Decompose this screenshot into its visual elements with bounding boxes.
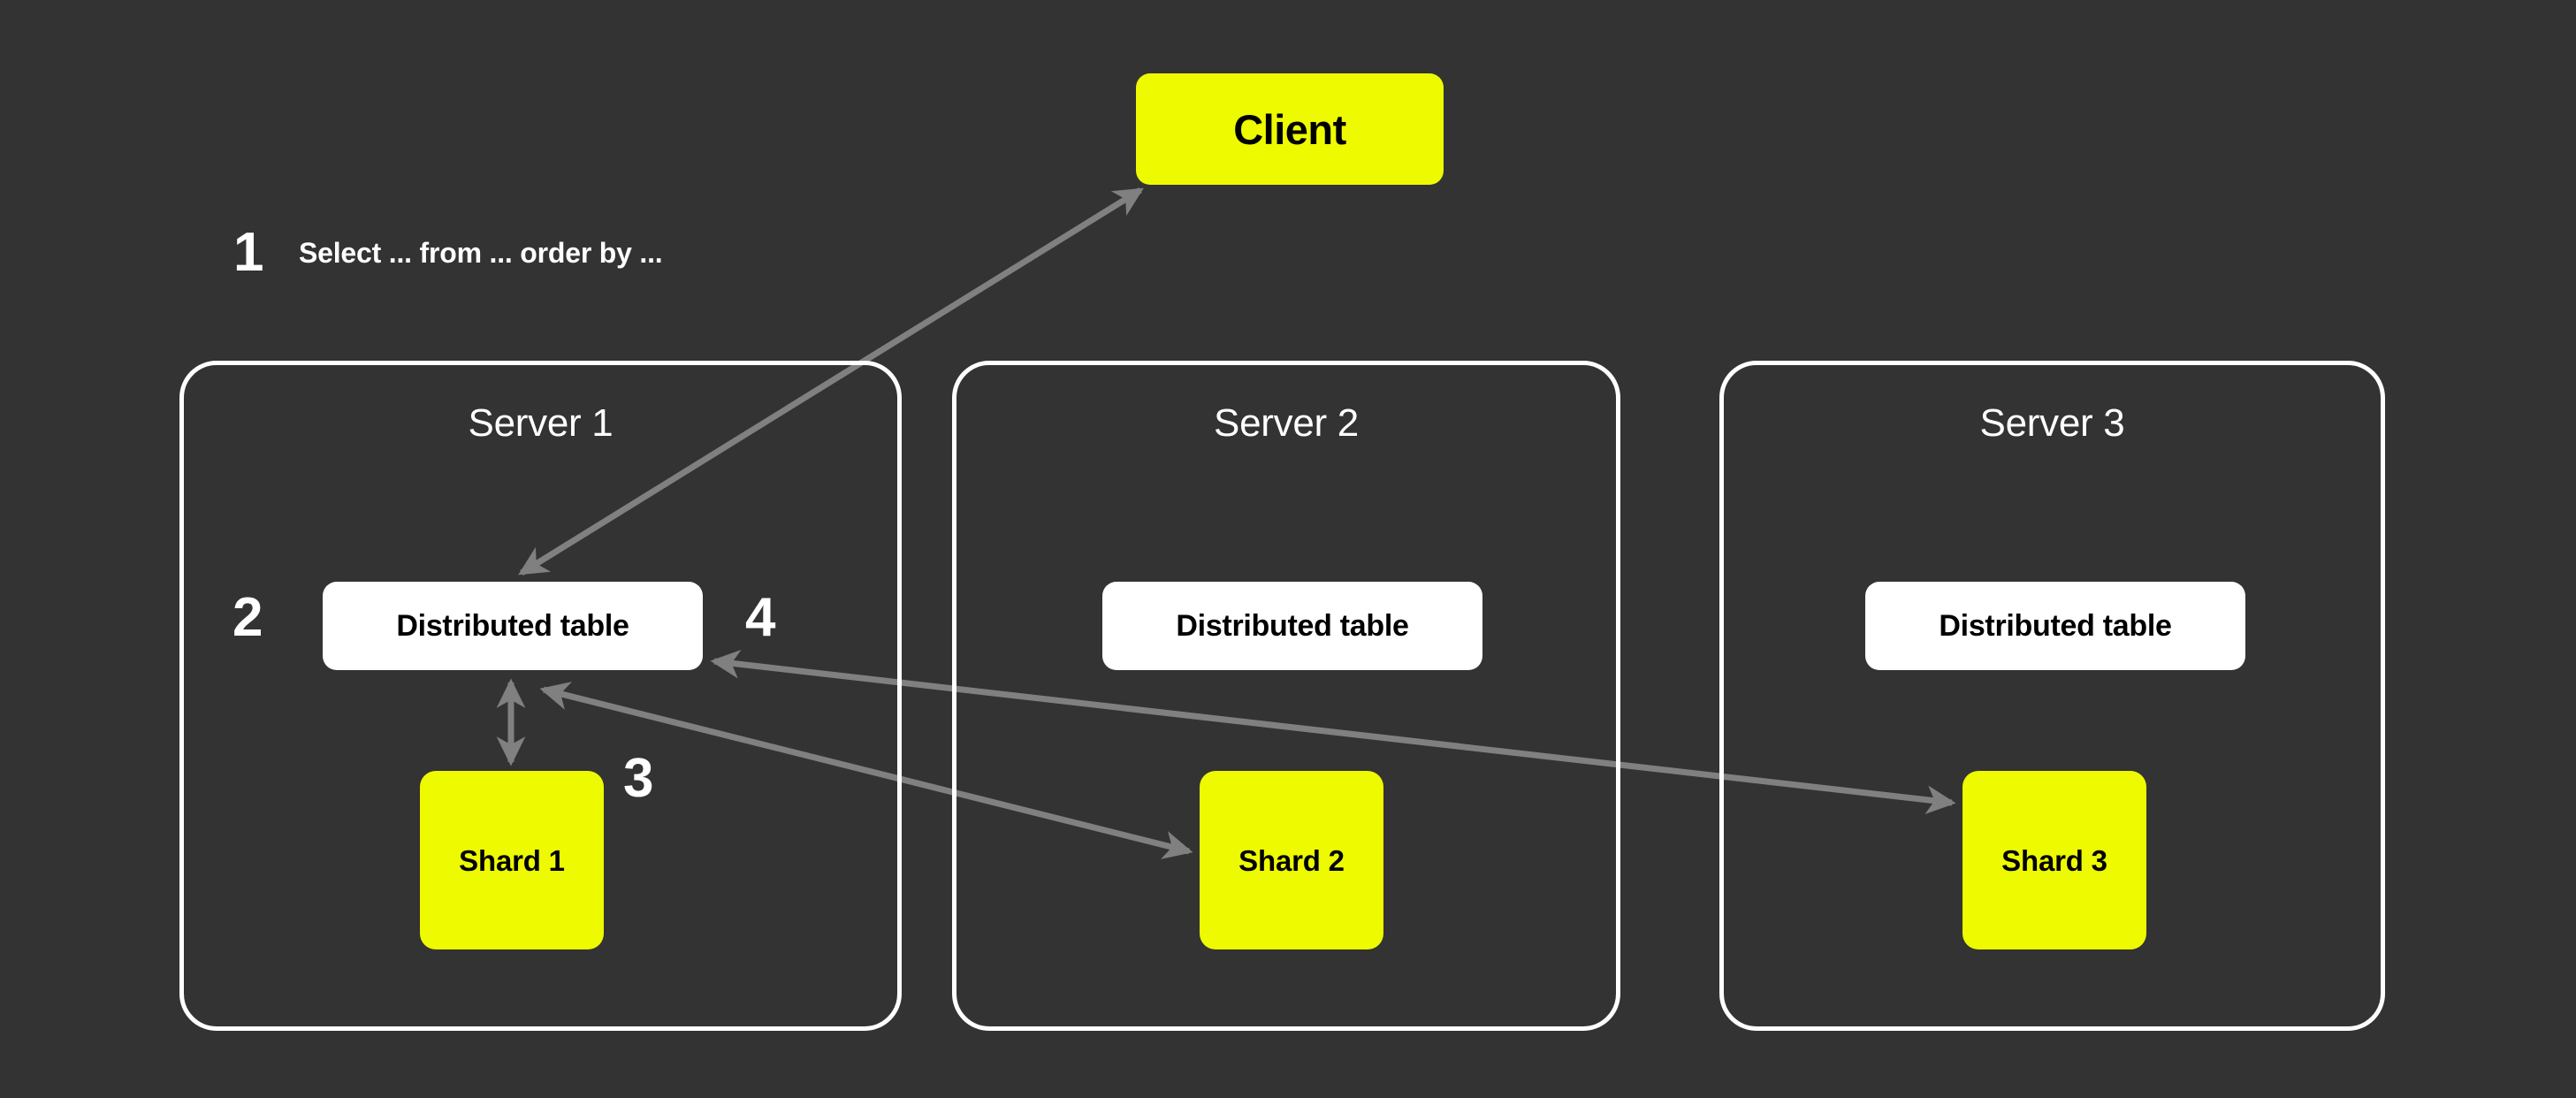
client-node[interactable]: Client — [1136, 73, 1444, 185]
step-number-4: 4 — [745, 587, 776, 648]
distributed-table-server-3[interactable]: Distributed table — [1865, 582, 2245, 670]
arrow-client-to-distributed-table-1 — [518, 187, 1144, 576]
distributed-table-server-3-label: Distributed table — [1939, 609, 2172, 643]
distributed-table-server-2[interactable]: Distributed table — [1102, 582, 1482, 670]
shard-3-node[interactable]: Shard 3 — [1962, 771, 2146, 949]
distributed-table-server-2-label: Distributed table — [1176, 609, 1409, 643]
distributed-table-server-1[interactable]: Distributed table — [323, 582, 703, 670]
client-label: Client — [1233, 105, 1346, 153]
step-number-2: 2 — [232, 587, 263, 648]
server-2-title: Server 2 — [1214, 401, 1359, 445]
shard-2-label: Shard 2 — [1238, 843, 1345, 877]
step-1-caption: Select ... from ... order by ... — [299, 237, 663, 269]
server-1-title: Server 1 — [468, 401, 614, 445]
step-number-3: 3 — [623, 748, 654, 809]
shard-2-node[interactable]: Shard 2 — [1200, 771, 1383, 949]
server-3-title: Server 3 — [1979, 401, 2125, 445]
shard-1-node[interactable]: Shard 1 — [420, 771, 604, 949]
arrow-distributed-table-1-to-shard-3 — [710, 649, 1956, 815]
step-number-1: 1 — [233, 222, 264, 283]
shard-1-label: Shard 1 — [459, 843, 565, 877]
shard-3-label: Shard 3 — [2001, 843, 2107, 877]
distributed-table-server-1-label: Distributed table — [396, 609, 629, 643]
